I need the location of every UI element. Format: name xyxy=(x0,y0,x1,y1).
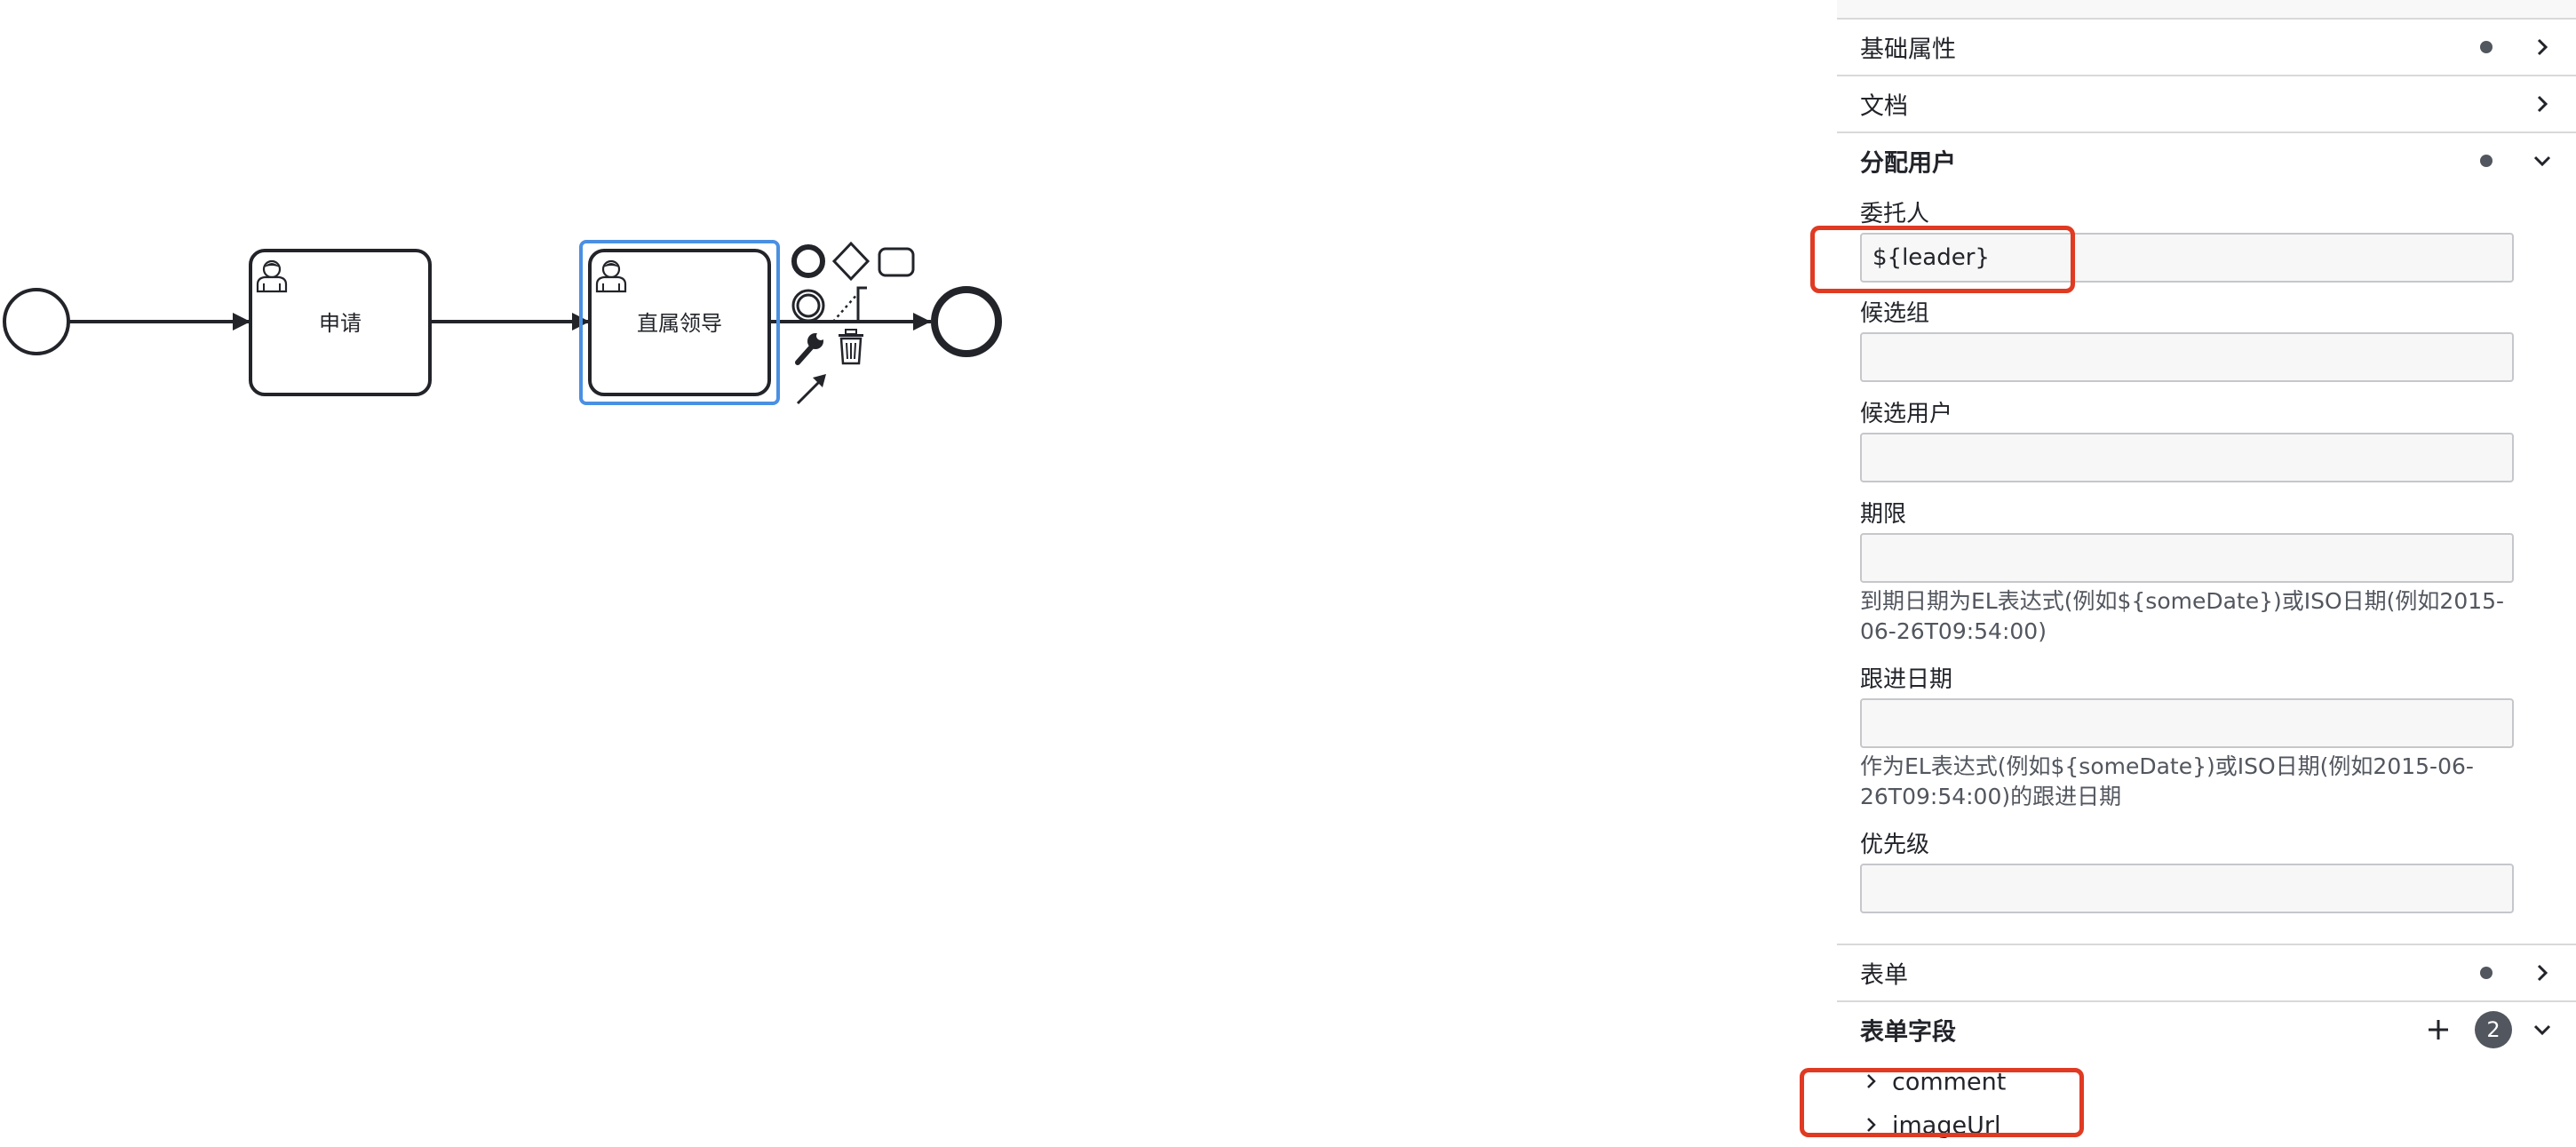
candidate-groups-label: 候选组 xyxy=(1860,300,1930,327)
bpmn-diagram: 申请 直属领导 xyxy=(3,240,1002,405)
user-task-apply[interactable]: 申请 xyxy=(249,249,432,396)
follow-up-date-label: 跟进日期 xyxy=(1860,666,1953,693)
wrench-icon[interactable] xyxy=(795,331,825,365)
user-task-direct-leader[interactable]: 直属领导 xyxy=(588,249,771,396)
group-title: 表单 xyxy=(1860,961,1908,990)
connect-arrow-icon[interactable] xyxy=(796,374,826,405)
group-title: 分配用户 xyxy=(1860,149,1956,178)
group-title: 文档 xyxy=(1860,92,1908,121)
candidate-users-label: 候选用户 xyxy=(1860,401,1953,427)
data-indicator-dot xyxy=(2480,41,2493,53)
user-icon xyxy=(595,259,627,293)
append-task-icon[interactable] xyxy=(878,247,915,277)
count-badge: 2 xyxy=(2475,1011,2512,1048)
candidate-groups-input[interactable] xyxy=(1860,332,2514,382)
data-indicator-dot xyxy=(2480,155,2493,167)
add-icon[interactable] xyxy=(2425,1016,2452,1043)
task-label: 申请 xyxy=(319,311,362,336)
form-field-item[interactable]: imageUrl xyxy=(1837,1104,2576,1147)
priority-input[interactable] xyxy=(1860,864,2514,913)
end-event[interactable] xyxy=(931,286,1002,357)
context-pad xyxy=(791,241,915,405)
properties-panel: 基础属性 文档 分配用户 委托人 ${leader} 候选组 候选用户 期限 到… xyxy=(1837,0,2576,1144)
start-event[interactable] xyxy=(3,288,70,355)
chevron-right-icon[interactable] xyxy=(1862,1071,1881,1091)
panel-top-strip xyxy=(1837,0,2576,20)
form-field-item[interactable]: comment xyxy=(1837,1061,2576,1103)
assignee-input[interactable]: ${leader} xyxy=(1860,233,2514,283)
follow-up-date-description: 作为EL表达式(例如${someDate})或ISO日期(例如2015-06-2… xyxy=(1860,753,2474,809)
chevron-right-icon[interactable] xyxy=(2530,960,2555,985)
append-gateway-icon[interactable] xyxy=(831,241,871,282)
append-intermediate-event-icon[interactable] xyxy=(791,289,825,323)
bpmn-canvas[interactable]: 申请 直属领导 xyxy=(0,0,1830,1144)
data-indicator-dot xyxy=(2480,967,2493,979)
chevron-down-icon[interactable] xyxy=(2530,1017,2555,1042)
append-end-event-icon[interactable] xyxy=(791,244,825,278)
group-header-form-fields[interactable]: 表单字段 2 xyxy=(1837,1002,2576,1057)
due-date-input[interactable] xyxy=(1860,533,2514,583)
append-text-annotation-icon[interactable] xyxy=(832,286,867,323)
group-header-form[interactable]: 表单 xyxy=(1837,944,2576,1002)
form-field-item-label: comment xyxy=(1892,1068,2007,1096)
priority-label: 优先级 xyxy=(1860,832,1930,858)
group-header-basic[interactable]: 基础属性 xyxy=(1837,20,2576,76)
follow-up-date-input[interactable] xyxy=(1860,698,2514,748)
chevron-right-icon[interactable] xyxy=(2530,35,2555,60)
trash-icon[interactable] xyxy=(839,329,863,365)
group-header-assignment[interactable]: 分配用户 xyxy=(1837,133,2576,188)
form-field-item-label: imageUrl xyxy=(1892,1111,2001,1140)
assignee-label: 委托人 xyxy=(1860,201,1930,227)
chevron-down-icon[interactable] xyxy=(2530,148,2555,173)
group-title: 基础属性 xyxy=(1860,36,1956,64)
group-title: 表单字段 xyxy=(1860,1018,1956,1047)
task-label: 直属领导 xyxy=(637,311,722,336)
due-date-label: 期限 xyxy=(1860,501,1907,528)
candidate-users-input[interactable] xyxy=(1860,433,2514,482)
user-icon xyxy=(256,259,288,293)
chevron-right-icon[interactable] xyxy=(2530,92,2555,116)
selection-outline xyxy=(579,240,780,405)
chevron-right-icon[interactable] xyxy=(1862,1115,1881,1135)
due-date-description: 到期日期为EL表达式(例如${someDate})或ISO日期(例如2015-0… xyxy=(1860,588,2505,644)
group-header-documentation[interactable]: 文档 xyxy=(1837,76,2576,133)
